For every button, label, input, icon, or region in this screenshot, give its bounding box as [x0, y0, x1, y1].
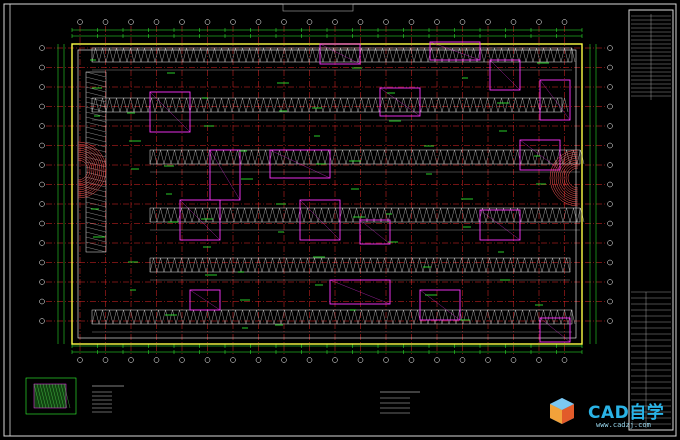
inner-outline: [77, 49, 577, 339]
cadzj-logo: [550, 398, 574, 424]
top-stamp: [282, 3, 354, 12]
brand-url: www.cadzj.com: [596, 421, 651, 429]
title-block: [628, 9, 674, 431]
equipment-rooms: [149, 41, 571, 343]
building-outline: [71, 43, 583, 345]
legend-notes: [92, 385, 124, 413]
parking-rows: [85, 47, 585, 333]
key-plan: [25, 377, 77, 415]
dimension-lines: [57, 28, 597, 354]
plan-view: [39, 19, 613, 363]
axis-grid: [39, 19, 613, 363]
green-annotations: [90, 59, 549, 329]
brand-name: CAD自学: [588, 403, 665, 423]
drawing-note-block: [380, 391, 420, 414]
ramps: [77, 141, 579, 207]
